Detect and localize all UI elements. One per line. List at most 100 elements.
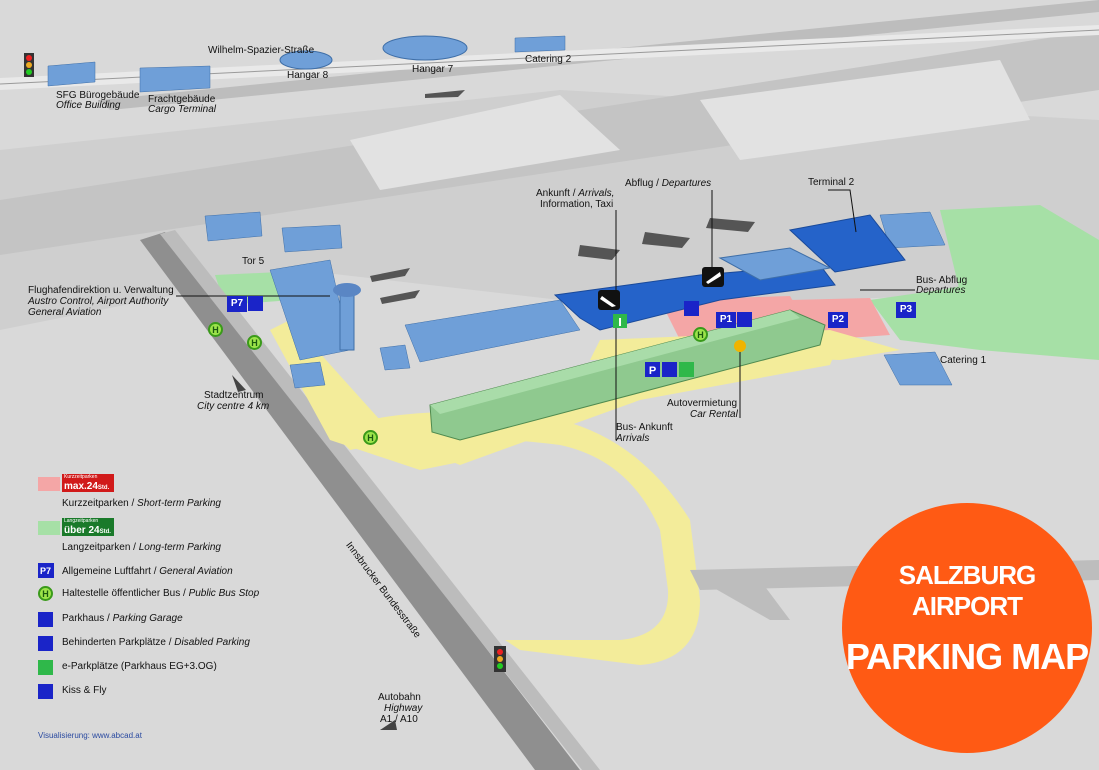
grass-field-2 <box>700 60 1030 160</box>
airplane-3 <box>642 232 690 248</box>
highway-label-num: A1 / A10 <box>380 714 418 725</box>
arrow-city <box>232 375 246 392</box>
legend-tag-long <box>62 518 114 536</box>
sign-p7: P7 <box>227 296 247 312</box>
legend-swatch-long <box>38 521 60 535</box>
cargo-label-de: Frachtgebäude <box>148 94 216 105</box>
tor5-label: Tor 5 <box>242 256 265 267</box>
disabled-icon-p7 <box>248 296 263 311</box>
legend-icon-disabled <box>38 636 53 651</box>
bus-stop-icon-1: H <box>208 322 223 337</box>
legend-short-term: Kurzzeitparken / Short-term Parking <box>62 498 221 509</box>
cargo-label-en: Cargo Terminal <box>148 104 216 115</box>
city-label-en: City centre 4 km <box>197 401 270 412</box>
legend-kiss-fly: Kiss & Fly <box>62 685 107 696</box>
info-icon <box>613 314 627 328</box>
building-2 <box>281 224 343 253</box>
car-rental-label-de: Autovermietung <box>667 398 738 409</box>
bus-arrival-label-de: Bus- Ankunft <box>616 422 673 433</box>
legend-parking-garage: Parkhaus / Parking Garage <box>62 613 183 624</box>
airplane-6 <box>380 290 420 304</box>
hangar-8 <box>279 50 333 70</box>
bus-stop-icon-3: H <box>693 327 708 342</box>
highway-label-en: Highway <box>384 703 423 714</box>
departures-label: Abflug / Departures <box>625 178 712 189</box>
buildings <box>47 35 953 389</box>
hangar-7 <box>382 35 468 61</box>
grass-field <box>350 95 620 190</box>
bus-stop-icon-4: H <box>363 430 378 445</box>
legend-short-tag: max.24Std. <box>64 481 110 492</box>
car-rental-marker <box>734 340 746 352</box>
cargo-building <box>139 65 211 93</box>
e-parking-icon <box>679 362 694 377</box>
legend-short-tag-small: Kurzzeitparken <box>64 474 98 480</box>
badge-title-line1: SALZBURG AIRPORT <box>898 560 1036 621</box>
hangar7-label: Hangar 7 <box>412 64 454 75</box>
airplane-5 <box>370 268 410 282</box>
access-road-main <box>270 320 470 470</box>
road-southeast <box>700 580 790 620</box>
sign-p3: P3 <box>896 302 916 318</box>
terminal-2 <box>788 214 906 273</box>
airplanes <box>370 90 755 304</box>
arrivals-info-label: Information, Taxi <box>540 199 614 210</box>
traffic-light-bottom <box>494 646 506 672</box>
street-label: Wilhelm-Spazier-Straße <box>208 45 315 56</box>
bus-stop-icon-2: H <box>247 335 262 350</box>
city-label-de: Stadtzentrum <box>204 390 264 401</box>
road-innsbrucker <box>140 232 580 770</box>
airplane-1 <box>425 90 465 98</box>
legend-icon-kiss <box>38 684 53 699</box>
terminal-left <box>404 299 581 363</box>
legend-bus-icon: H <box>38 586 53 601</box>
title-badge <box>842 503 1092 753</box>
hangar8-label: Hangar 8 <box>287 70 329 81</box>
airplane-2 <box>578 245 620 260</box>
admin-label-en2: General Aviation <box>28 307 102 318</box>
disabled-icon <box>662 362 677 377</box>
control-tower <box>339 289 355 351</box>
long-term-parking-top <box>940 205 1099 292</box>
bus-arrival-label-en: Arrivals <box>616 433 650 444</box>
car-rental-label-en: Car Rental <box>690 409 738 420</box>
legend-long-term: Langzeitparken / Long-term Parking <box>62 542 221 553</box>
highway-label-de: Autobahn <box>378 692 421 703</box>
sign-p2: P2 <box>828 312 848 328</box>
traffic-light-top <box>24 53 34 77</box>
parking-garage-icon: P <box>645 362 660 377</box>
sign-p1: P1 <box>716 312 736 328</box>
catering2-label: Catering 2 <box>525 54 572 65</box>
terminal-link <box>718 247 832 281</box>
legend-ga-icon: P7 <box>40 566 52 576</box>
small-building-1 <box>379 344 411 371</box>
sfg-building <box>47 61 96 87</box>
kiss-fly-icon <box>684 301 699 316</box>
legend-icon-ga <box>38 563 54 578</box>
legend-long-tag: über 24Std. <box>64 525 111 536</box>
departures-icon <box>702 267 724 287</box>
catering1-building <box>883 351 953 386</box>
bus-departure-label-en: Departures <box>916 285 966 296</box>
disabled-icon-p1 <box>737 312 752 327</box>
admin-label-en1: Austro Control, Airport Authority <box>28 296 169 307</box>
sfg-label-en: Office Building <box>56 100 121 111</box>
building-1 <box>204 211 263 242</box>
legend-bus-stop: Haltestelle öffentlicher Bus / Public Bu… <box>62 588 260 599</box>
terminal2-label: Terminal 2 <box>808 177 855 188</box>
sfg-label-de: SFG Bürogebäude <box>56 90 140 101</box>
access-road-garage <box>400 340 840 465</box>
svg-text:P: P <box>649 365 656 377</box>
badge-title-line2: PARKING MAP <box>845 636 1089 677</box>
bus-departure-label-de: Bus- Abflug <box>916 275 968 286</box>
legend-long-tag-small: Langzeitparken <box>64 518 99 524</box>
arrivals-label: Ankunft / Arrivals, <box>536 188 615 199</box>
legend-e-parking: e-Parkplätze (Parkhaus EG+3.OG) <box>62 661 217 672</box>
admin-label-de: Flughafendirektion u. Verwaltung <box>28 285 174 296</box>
catering1-label: Catering 1 <box>940 355 987 366</box>
legend-icon-garage <box>38 612 53 627</box>
credit-label: Visualisierung: www.abcad.at <box>38 731 142 740</box>
arrivals-icon <box>598 290 620 310</box>
legend-icon-epark <box>38 660 53 675</box>
